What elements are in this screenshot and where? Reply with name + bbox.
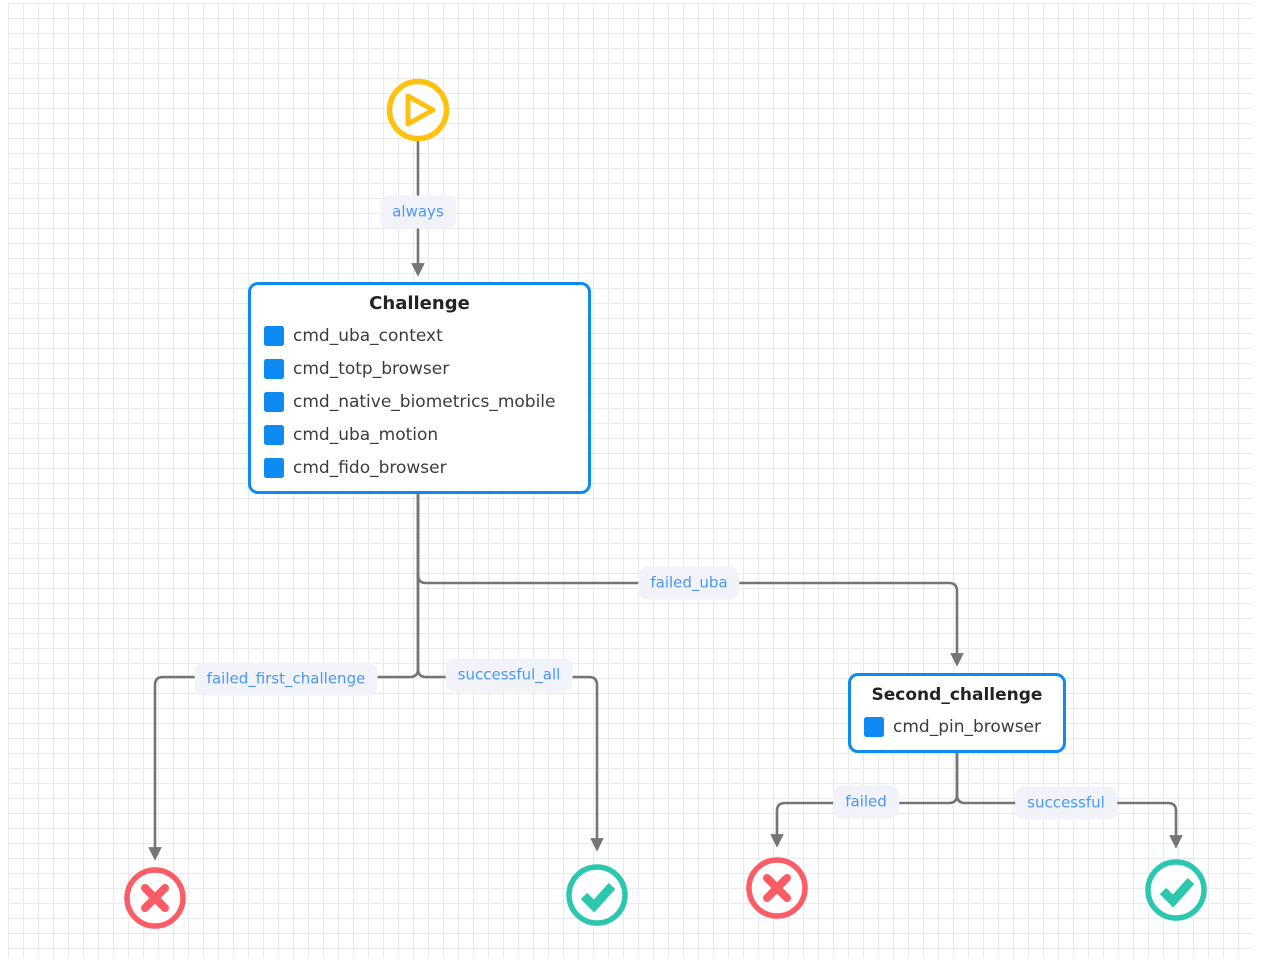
node-item: cmd_pin_browser: [851, 710, 1063, 743]
challenge-node[interactable]: Challenge cmd_uba_context cmd_totp_brows…: [248, 282, 591, 494]
node-item: cmd_totp_browser: [251, 352, 588, 385]
grid-background: [8, 3, 1253, 958]
cross-glyph: [763, 874, 791, 902]
check-icon: [1145, 859, 1207, 921]
end-node-failed-second[interactable]: [746, 857, 808, 919]
end-node-failed-first[interactable]: [124, 867, 186, 929]
cross-glyph: [141, 884, 169, 912]
node-item-label: cmd_fido_browser: [293, 457, 447, 478]
node-item: cmd_fido_browser: [251, 451, 588, 484]
edge-label-failed[interactable]: failed: [833, 785, 899, 819]
edge-label-failed-first-challenge[interactable]: failed_first_challenge: [194, 662, 378, 696]
edge-label-failed-uba[interactable]: failed_uba: [638, 566, 740, 600]
command-square-icon: [264, 358, 284, 379]
node-item-label: cmd_native_biometrics_mobile: [293, 391, 556, 412]
command-square-icon: [264, 457, 284, 478]
command-square-icon: [864, 716, 884, 737]
play-triangle: [405, 93, 436, 127]
node-item-label: cmd_uba_motion: [293, 424, 439, 445]
second-challenge-node-title: Second_challenge: [871, 685, 1043, 705]
node-item-label: cmd_uba_context: [293, 325, 443, 346]
node-item: cmd_uba_motion: [251, 418, 588, 451]
node-item: cmd_native_biometrics_mobile: [251, 385, 588, 418]
node-item-label: cmd_pin_browser: [893, 716, 1042, 737]
command-square-icon: [264, 325, 284, 346]
challenge-node-title: Challenge: [369, 293, 470, 314]
node-item-label: cmd_totp_browser: [293, 358, 450, 379]
play-icon: [386, 78, 450, 142]
edge-label-successful[interactable]: successful: [1015, 786, 1117, 820]
check-icon: [566, 864, 628, 926]
node-item: cmd_uba_context: [251, 319, 588, 352]
edge-label-successful-all[interactable]: successful_all: [445, 658, 573, 692]
edge-label-always[interactable]: always: [380, 195, 456, 229]
command-square-icon: [264, 424, 284, 445]
start-node[interactable]: [386, 78, 450, 142]
check-glyph: [1159, 877, 1195, 908]
end-node-success-second[interactable]: [1145, 859, 1207, 921]
end-node-success-all[interactable]: [566, 864, 628, 926]
second-challenge-node[interactable]: Second_challenge cmd_pin_browser: [848, 673, 1066, 753]
command-square-icon: [264, 391, 284, 412]
check-glyph: [580, 882, 616, 913]
